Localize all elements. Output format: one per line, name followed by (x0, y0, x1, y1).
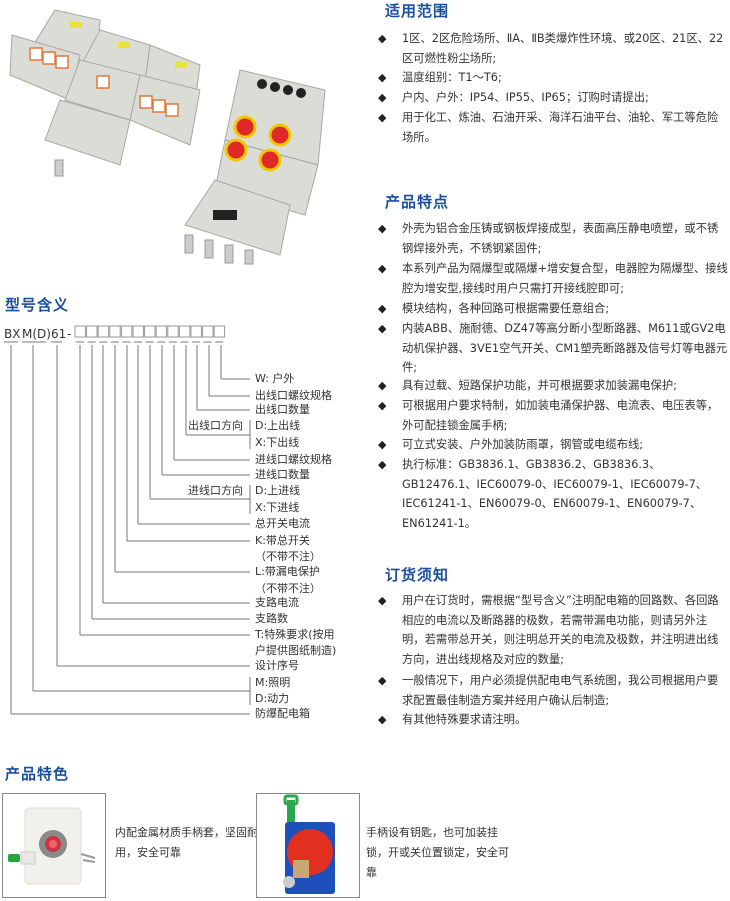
diamond-bullet-icon: ◆ (378, 322, 387, 335)
label-branch-current: 支路电流 (255, 596, 299, 609)
model-placeholder-box (144, 325, 156, 338)
diamond-bullet-icon: ◆ (378, 222, 387, 235)
scope-heading: 适用范围 (385, 2, 450, 20)
model-placeholder-box (132, 325, 144, 338)
label-special-note: 户提供图纸制造) (255, 644, 337, 657)
feature-item: ◆模块结构，各种回路可根据需要任意组合; (378, 299, 728, 319)
label-outdoor: W: 户外 (255, 372, 295, 385)
model-heading: 型号含义 (5, 296, 70, 314)
model-diagram-lines (4, 325, 251, 715)
label-in-dir: 进线口方向 (188, 484, 243, 497)
model-placeholder-box (167, 325, 179, 338)
model-placeholder-box (74, 325, 86, 338)
label-in-up: D:上进线 (255, 484, 301, 497)
label-power: D:动力 (255, 692, 290, 705)
label-branch-count: 支路数 (255, 612, 288, 625)
feature-item: ◆可根据用户要求特制，如加装电涌保护器、电流表、电压表等，外可配挂锁金属手柄; (378, 396, 728, 435)
diamond-bullet-icon: ◆ (378, 32, 387, 45)
feature-item: ◆可立式安装、户外加装防雨罩，钢管或电缆布线; (378, 435, 728, 455)
product-photo (9, 9, 326, 265)
label-leakage-note: （不带不注） (255, 582, 321, 595)
diamond-bullet-icon: ◆ (378, 399, 387, 412)
model-placeholder-box (190, 325, 202, 338)
feature-item: ◆外壳为铝合金压铸或钢板焊接成型，表面高压静电喷塑，或不锈钢焊接外壳，不锈钢紧固… (378, 219, 728, 258)
lockable-handle-photo (256, 793, 360, 898)
label-out-thread: 出线口螺纹规格 (255, 389, 332, 402)
diamond-bullet-icon: ◆ (378, 71, 387, 84)
scope-item: ◆温度组别：T1～T6; (378, 68, 728, 88)
scope-item: ◆用于化工、炼油、石油开采、海洋石油平台、油轮、军工等危险场所。 (378, 108, 728, 147)
feature-item: ◆内装ABB、施耐德、DZ47等高分断小型断路器、M611或GV2电动机保护器、… (378, 319, 728, 378)
scope-item: ◆1区、2区危险场所、ⅡA、ⅡB类爆炸性环境、或20区、21区、22区可燃性粉尘… (378, 29, 728, 68)
label-in-qty: 进线口数量 (255, 468, 310, 481)
label-out-up: D:上出线 (255, 419, 301, 432)
ordering-item: ◆一般情况下，用户必须提供配电电气系统图，我公司根据用户要求配置最佳制造方案并经… (378, 671, 728, 710)
lockable-handle-caption: 手柄设有钥匙，也可加装挂锁，开或关位置锁定，安全可靠 (366, 826, 509, 879)
label-design-no: 设计序号 (255, 659, 299, 672)
diamond-bullet-icon: ◆ (378, 713, 387, 726)
model-placeholder-box (178, 325, 191, 338)
handle-sleeve-caption: 内配金属材质手柄套，坚固耐用，安全可靠 (115, 826, 258, 859)
label-main-current: 总开关电流 (255, 517, 310, 530)
model-code-number: 61 (51, 327, 67, 341)
diamond-bullet-icon: ◆ (378, 91, 387, 104)
handle-sleeve-photo (2, 793, 106, 898)
specialty-heading: 产品特色 (5, 765, 70, 783)
label-special: T:特殊要求(按用 (255, 628, 335, 641)
label-main-switch-note: （不带不注） (255, 550, 321, 563)
model-code-bx: BX (4, 327, 21, 341)
feature-item: ◆执行标准：GB3836.1、GB3836.2、GB3836.3、GB12476… (378, 455, 728, 533)
label-box: 防爆配电箱 (255, 707, 310, 720)
model-code-dash: - (67, 327, 72, 341)
model-placeholder-box (86, 325, 98, 338)
model-placeholder-box (213, 325, 226, 338)
label-out-down: X:下出线 (255, 436, 300, 449)
ordering-heading: 订货须知 (385, 566, 450, 584)
ordering-item: ◆有其他特殊要求请注明。 (378, 710, 728, 730)
label-main-switch: K:带总开关 (255, 534, 310, 547)
model-placeholder-box (97, 325, 110, 338)
ordering-item: ◆用户在订货时，需根据“型号含义”注明配电箱的回路数、各回路相应的电流以及断路器… (378, 591, 728, 669)
label-in-down: X:下进线 (255, 501, 300, 514)
feature-item: ◆具有过载、短路保护功能，并可根据要求加装漏电保护; (378, 376, 728, 396)
model-placeholder-box (202, 325, 214, 338)
diamond-bullet-icon: ◆ (378, 674, 387, 687)
handle-sleeve-image (8, 807, 96, 885)
diamond-bullet-icon: ◆ (378, 379, 387, 392)
label-leakage: L:带漏电保护 (255, 565, 320, 578)
label-lighting: M:照明 (255, 676, 291, 689)
lockable-handle-image (283, 794, 335, 894)
label-in-thread: 进线口螺纹规格 (255, 453, 332, 466)
diamond-bullet-icon: ◆ (378, 458, 387, 471)
diamond-bullet-icon: ◆ (378, 594, 387, 607)
features-heading: 产品特点 (385, 193, 450, 211)
model-placeholder-box (155, 325, 168, 338)
label-out-dir: 出线口方向 (188, 419, 243, 432)
model-placeholder-box (109, 325, 121, 338)
diamond-bullet-icon: ◆ (378, 438, 387, 451)
diamond-bullet-icon: ◆ (378, 111, 387, 124)
model-placeholder-box (120, 325, 133, 338)
diamond-bullet-icon: ◆ (378, 262, 387, 275)
diamond-bullet-icon: ◆ (378, 302, 387, 315)
scope-item: ◆户内、户外：IP54、IP55、IP65；订购时请提出; (378, 88, 728, 108)
label-out-qty: 出线口数量 (255, 403, 310, 416)
model-code-md: M(D) (22, 327, 51, 341)
feature-item: ◆本系列产品为隔爆型或隔爆+增安复合型，电器腔为隔爆型、接线腔为增安型,接线时用… (378, 259, 728, 298)
